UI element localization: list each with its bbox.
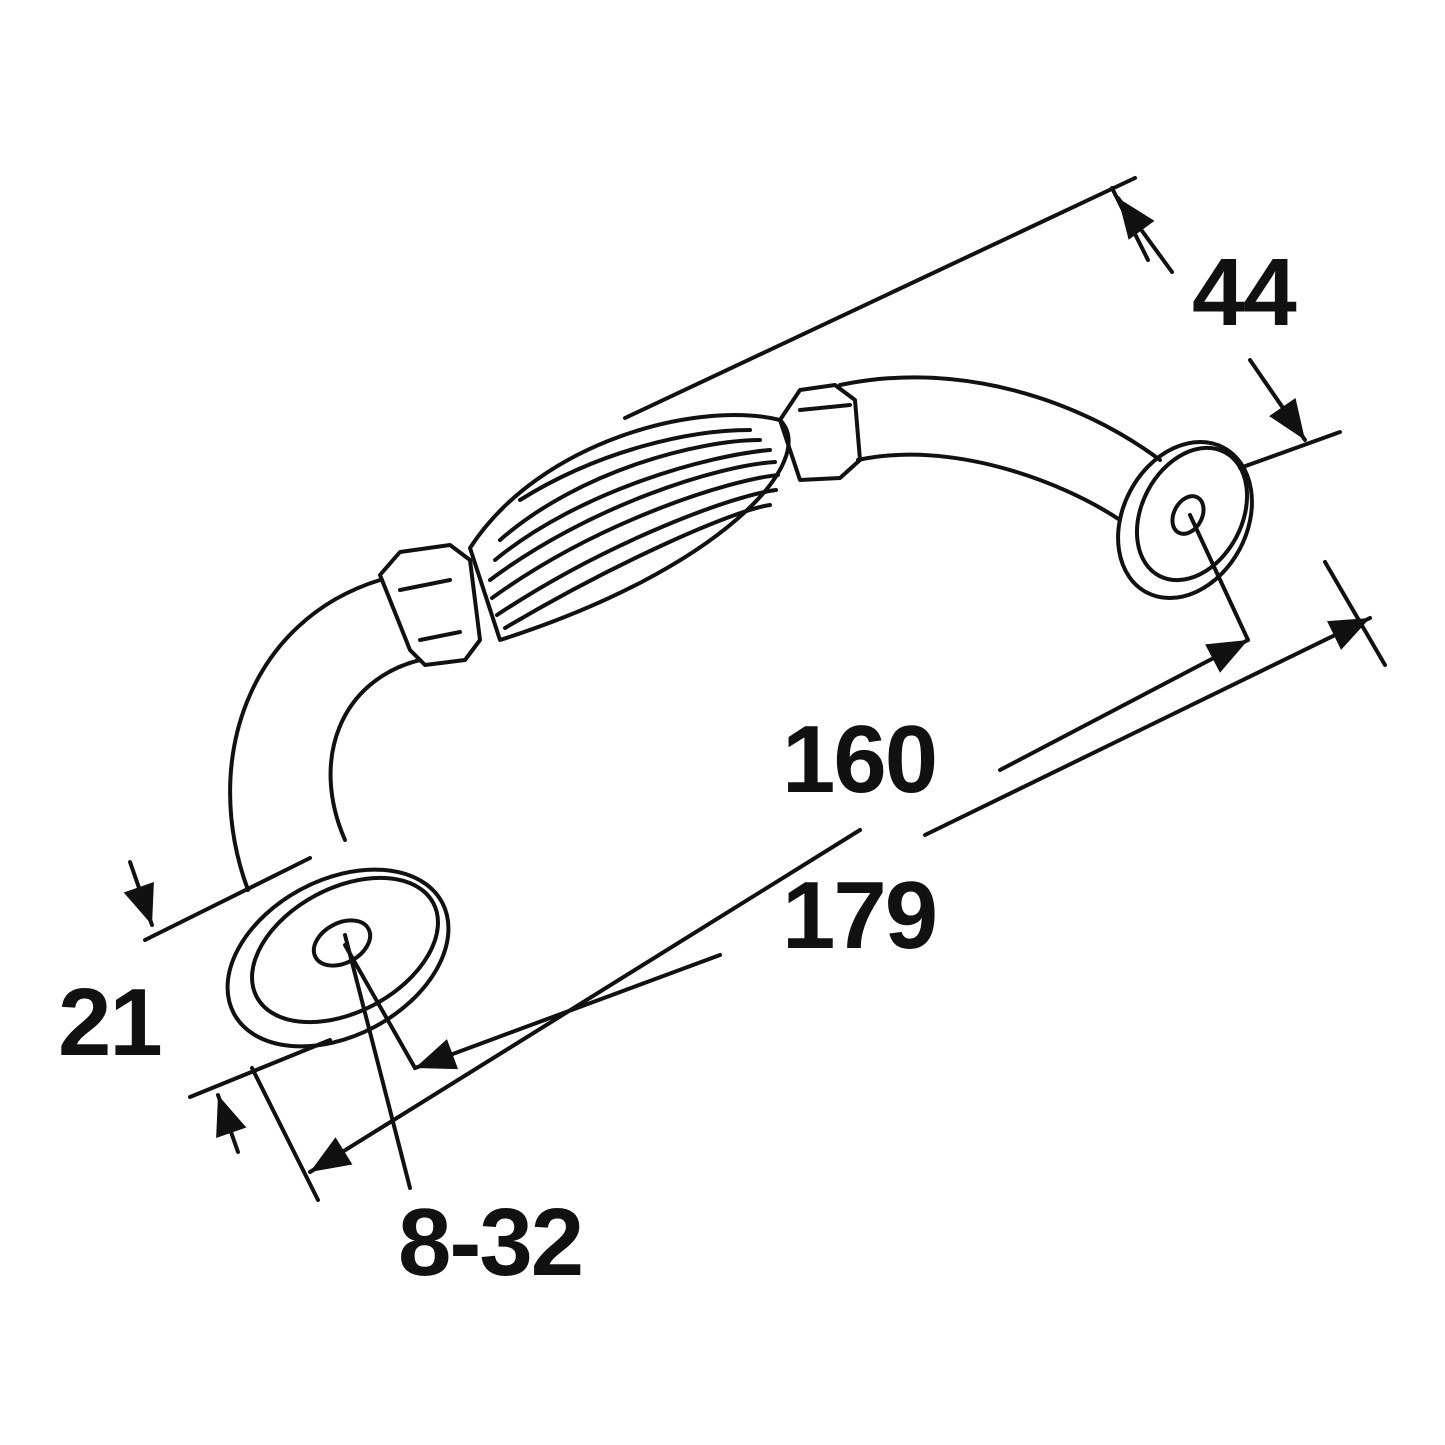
label-44: 44	[1192, 239, 1297, 346]
dim-21	[123, 856, 332, 1154]
right-collar	[778, 383, 862, 482]
label-8-32: 8-32	[398, 1189, 584, 1296]
dim-44	[623, 176, 1342, 470]
ribbed-grip	[468, 413, 791, 642]
right-arm	[838, 375, 1162, 522]
label-21: 21	[58, 969, 163, 1076]
left-arm	[228, 578, 422, 892]
left-collar	[378, 543, 482, 667]
dim-8-32-leader	[343, 933, 412, 1190]
left-base	[225, 867, 451, 1049]
dim-179	[250, 560, 1387, 1202]
label-160: 160	[782, 706, 938, 813]
right-base	[1116, 439, 1254, 601]
label-179: 179	[782, 862, 938, 969]
